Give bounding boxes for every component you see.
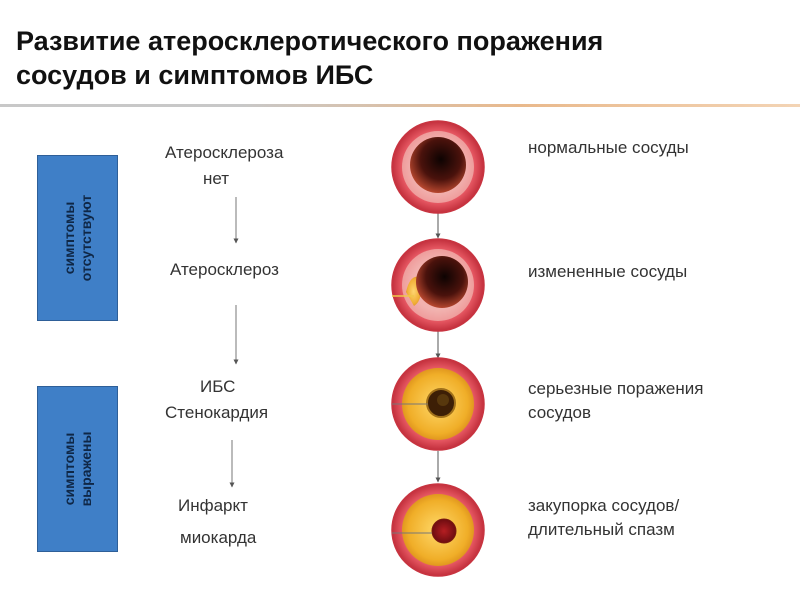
stage-myocardial-infarction: Инфаркт миокарда (178, 496, 257, 547)
symptoms-absent-box: симптомы отсутствуют (37, 155, 118, 321)
stage-ihd-angina: ИБС Стенокардия (165, 377, 269, 422)
desc-normal-vessels: нормальные сосуды (528, 138, 689, 157)
desc-changed-vessels: измененные сосуды (528, 262, 688, 281)
vessel-changed (391, 238, 485, 332)
page-title: Развитие атеросклеротического поражения … (16, 24, 786, 92)
title-line-1: Развитие атеросклеротического поражения (16, 26, 604, 56)
vessel-serious-lesion (391, 357, 485, 451)
desc-serious-lesions: серьезные поражения сосудов (528, 379, 704, 422)
stage-no-atherosclerosis: Атеросклероза нет (165, 143, 284, 188)
vessel-occluded (391, 483, 485, 577)
stage-atherosclerosis: Атеросклероз (170, 260, 279, 279)
vessel-normal (391, 120, 485, 214)
symptoms-present-box: симптомы выражены (37, 386, 118, 552)
desc-occlusion-spasm: закупорка сосудов/ длительный спазм (528, 496, 680, 539)
title-line-2: сосудов и симптомов ИБС (16, 60, 374, 90)
title-divider (0, 104, 800, 107)
